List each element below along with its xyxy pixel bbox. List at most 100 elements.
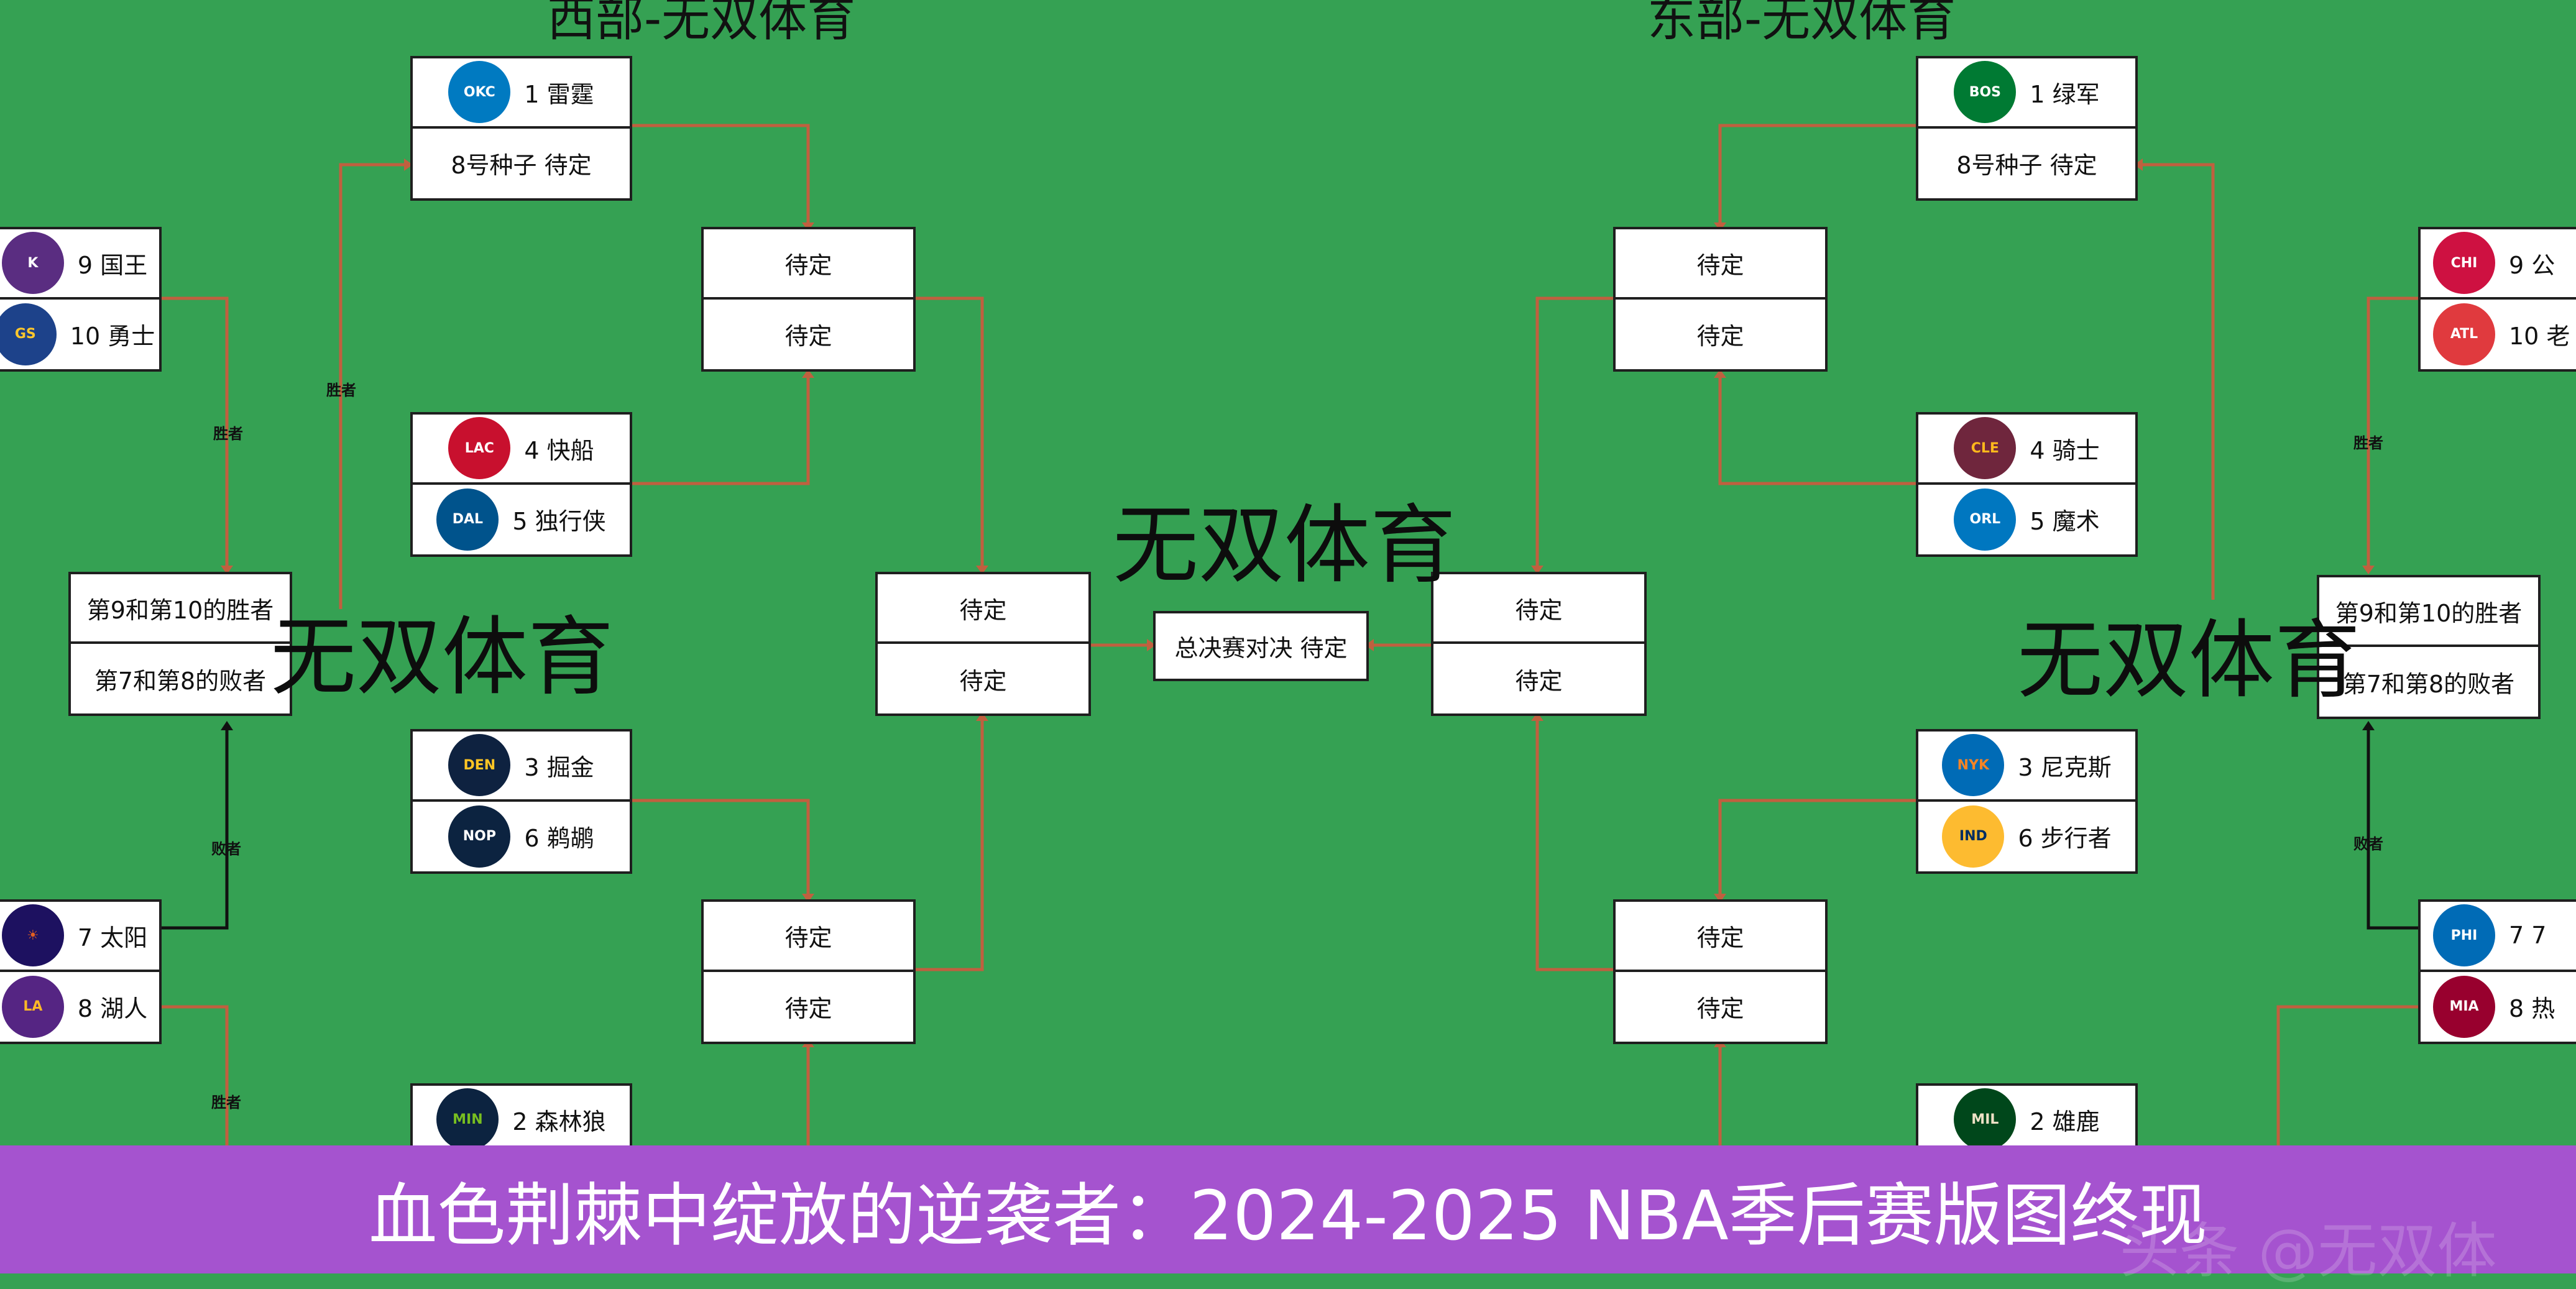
team-label: 2 雄鹿 <box>2030 1108 2100 1135</box>
west-semi-b: 待定 待定 <box>701 899 916 1044</box>
matchup-slot: 待定 <box>1696 995 1744 1023</box>
arrowhead <box>1714 369 1726 378</box>
arrowhead <box>976 566 988 574</box>
west-playin-910: K 9 国王 GS 10 勇士 <box>0 227 162 372</box>
connector <box>631 124 810 229</box>
connector <box>160 296 229 572</box>
matchup-slot: 待定 <box>1515 667 1563 695</box>
caption-banner <box>0 1145 2576 1273</box>
team-label: 4 快船 <box>524 436 594 464</box>
winner-tag: 胜者 <box>326 382 356 399</box>
connector <box>914 296 984 572</box>
matchup-slot: 第9和第10的胜者 <box>71 574 290 644</box>
west-title: 西部-无双体育 <box>547 0 856 47</box>
arrowhead <box>221 721 233 730</box>
loser-tag: 败者 <box>2353 835 2383 853</box>
knicks-logo: NYK <box>1942 734 2005 797</box>
mavericks-logo: DAL <box>436 488 499 551</box>
cavaliers-logo: CLE <box>1954 417 2017 480</box>
connector <box>2367 296 2418 572</box>
matchup-slot: 待定 <box>784 323 832 351</box>
caption-text: 血色荆棘中绽放的逆袭者：2024-2025 NBA季后赛版图终现 <box>369 1176 2207 1255</box>
arrowhead <box>2362 566 2375 574</box>
west-r1-3v6: DEN 3 掘金 NOP 6 鹈鹕 <box>410 729 632 874</box>
arrowhead <box>2362 721 2375 730</box>
east-semi-b: 待定 待定 <box>1613 899 1828 1044</box>
team-label: 6 步行者 <box>2018 825 2112 853</box>
team-label: 10 勇士 <box>70 323 155 351</box>
hawks-logo: ATL <box>2433 303 2495 365</box>
magic-logo: ORL <box>1954 488 2017 551</box>
loser-tag: 败者 <box>211 840 241 858</box>
clippers-logo: LAC <box>448 417 511 480</box>
timberwolves-logo: MIN <box>436 1088 499 1151</box>
matchup-slot: 第7和第8的败者 <box>2342 670 2515 698</box>
loser-connector <box>2367 724 2418 930</box>
connector <box>1535 715 1614 971</box>
watermark-east: 无双体育 <box>2017 610 2361 710</box>
team-label: 5 独行侠 <box>512 508 606 536</box>
76ers-logo: PHI <box>2433 904 2495 967</box>
arrowhead <box>221 566 233 574</box>
celtics-logo: BOS <box>1954 61 2017 124</box>
pacers-logo: IND <box>1942 805 2005 868</box>
matchup-slot: 待定 <box>704 229 913 300</box>
winner-tag: 胜者 <box>2353 434 2383 452</box>
watermark-west: 无双体育 <box>270 607 614 707</box>
matchup-slot: 待定 <box>1433 574 1644 644</box>
heat-logo: MIA <box>2433 975 2495 1038</box>
matchup-slot: 8号种子 待定 <box>1956 152 2097 180</box>
team-label: 7 7 <box>2509 922 2547 950</box>
east-playin-78: PHI 7 7 MIA 8 热 <box>2418 899 2576 1044</box>
connector <box>1718 124 1916 229</box>
loser-connector <box>160 724 229 930</box>
matchup-slot: 待定 <box>959 667 1007 695</box>
arrowhead <box>2134 158 2143 171</box>
winner-tag: 胜者 <box>213 425 243 443</box>
connector <box>2137 163 2215 600</box>
arrowhead <box>1714 894 1726 902</box>
connector <box>1718 372 1916 485</box>
matchup-slot: 待定 <box>704 902 913 972</box>
matchup-slot: 待定 <box>878 574 1088 644</box>
pelicans-logo: NOP <box>448 805 511 868</box>
matchup-slot: 待定 <box>1696 323 1744 351</box>
arrowhead <box>976 712 988 721</box>
arrowhead <box>1531 566 1543 574</box>
thunder-logo: OKC <box>448 61 511 124</box>
nuggets-logo: DEN <box>448 734 511 797</box>
matchup-slot: 8号种子 待定 <box>451 152 592 180</box>
connector <box>631 372 810 485</box>
team-label: 1 绿军 <box>2030 80 2100 108</box>
arrowhead <box>404 158 413 171</box>
team-label: 2 森林狼 <box>512 1108 606 1135</box>
east-final: 待定 待定 <box>1431 572 1647 716</box>
connector <box>339 163 410 609</box>
connector <box>1718 799 1916 900</box>
team-label: 8 热 <box>2509 995 2555 1023</box>
connector <box>914 715 984 971</box>
east-playin-final: 第9和第10的胜者 第7和第8的败者 <box>2317 575 2541 719</box>
team-label: 4 骑士 <box>2030 436 2100 464</box>
west-semi-a: 待定 待定 <box>701 227 916 372</box>
east-r1-1v8: BOS 1 绿军 8号种子 待定 <box>1916 56 2138 201</box>
bulls-logo: CHI <box>2433 232 2495 295</box>
east-r1-4v5: CLE 4 骑士 ORL 5 魔术 <box>1916 412 2138 557</box>
arrowhead <box>802 894 814 902</box>
matchup-slot: 待定 <box>1616 902 1825 972</box>
finals-label: 总决赛对决 待定 <box>1174 635 1348 662</box>
west-playin-final: 第9和第10的胜者 第7和第8的败者 <box>68 572 292 716</box>
lakers-logo: LA <box>1 975 64 1038</box>
warriors-logo: GS <box>0 303 57 365</box>
connector <box>631 799 810 900</box>
team-label: 3 掘金 <box>524 753 594 781</box>
east-title: 东部-无双体育 <box>1647 0 1956 47</box>
east-r1-3v6: NYK 3 尼克斯 IND 6 步行者 <box>1916 729 2138 874</box>
east-semi-a: 待定 待定 <box>1613 227 1828 372</box>
watermark-center: 无双体育 <box>1113 495 1456 595</box>
team-label: 9 国王 <box>77 251 148 279</box>
team-label: 8 湖人 <box>77 995 148 1023</box>
matchup-slot: 第9和第10的胜者 <box>2319 577 2538 647</box>
team-label: 1 雷霆 <box>524 80 594 108</box>
